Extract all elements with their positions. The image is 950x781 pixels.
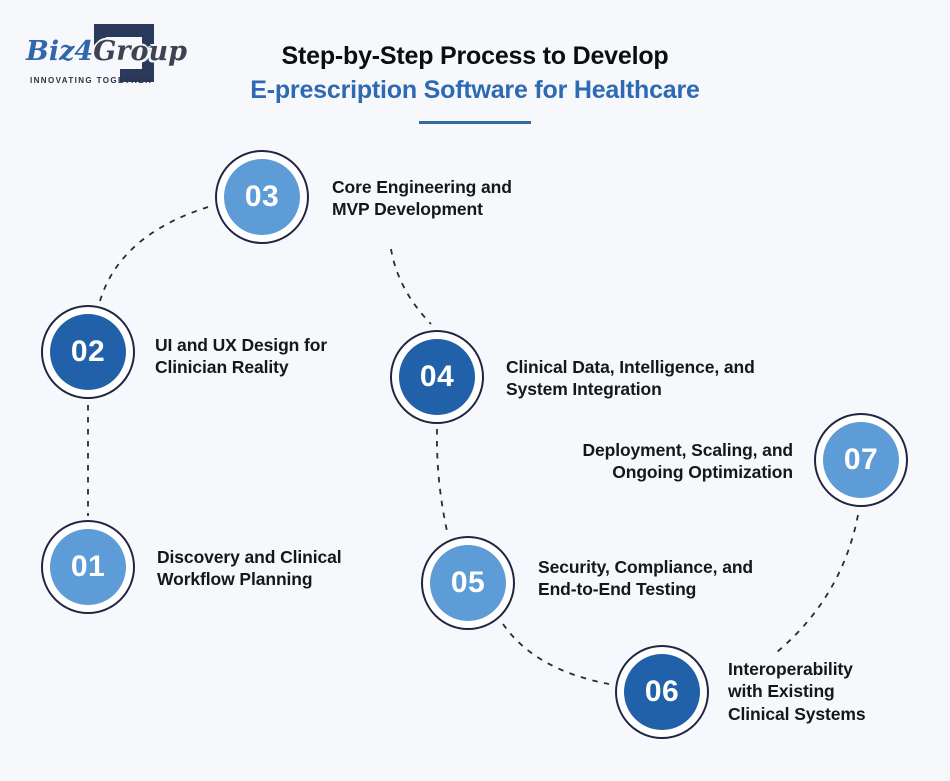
step-circle-01: 01 [41, 520, 135, 614]
logo-bracket-icon [94, 24, 154, 82]
step-label-04: Clinical Data, Intelligence, and System … [506, 357, 755, 400]
step-circle-03: 03 [215, 150, 309, 244]
step-number-07: 07 [823, 422, 899, 498]
connector-04-05 [436, 428, 448, 532]
title-underline [419, 121, 531, 124]
step-number-04: 04 [399, 339, 475, 415]
step-number-01: 01 [50, 529, 126, 605]
step-circle-05: 05 [421, 536, 515, 630]
connector-02-03 [99, 206, 209, 302]
step-circle-07: 07 [814, 413, 908, 507]
step-number-05: 05 [430, 545, 506, 621]
page-title: Step-by-Step Process to Develop E-prescr… [195, 42, 755, 124]
title-line-2: E-prescription Software for Healthcare [250, 76, 700, 104]
step-label-01: Discovery and Clinical Workflow Planning [157, 547, 342, 590]
logo-wordmark: Biz4Group [26, 36, 187, 67]
step-label-02: UI and UX Design for Clinician Reality [155, 335, 328, 378]
step-label-03: Core Engineering and MVP Development [332, 177, 512, 220]
logo-tagline: INNOVATING TOGETHER [30, 76, 153, 85]
connector-06-07 [776, 514, 859, 653]
logo-text-group: Group [93, 36, 188, 67]
step-label-07: Deployment, Scaling, and Ongoing Optimiz… [582, 440, 793, 483]
step-circle-04: 04 [390, 330, 484, 424]
step-circle-06: 06 [615, 645, 709, 739]
biz4group-logo: Biz4Group INNOVATING TOGETHER [20, 14, 187, 102]
logo-text-biz: Biz [26, 36, 75, 67]
connector-03-04 [390, 248, 432, 325]
connector-05-06 [502, 623, 610, 685]
logo-text-4: 4 [74, 36, 94, 67]
step-label-06: Interoperability with Existing Clinical … [728, 659, 866, 724]
step-label-05: Security, Compliance, and End-to-End Tes… [538, 557, 754, 600]
step-number-02: 02 [50, 314, 126, 390]
step-number-06: 06 [624, 654, 700, 730]
step-circle-02: 02 [41, 305, 135, 399]
title-line-1: Step-by-Step Process to Develop [281, 42, 669, 70]
step-number-03: 03 [224, 159, 300, 235]
